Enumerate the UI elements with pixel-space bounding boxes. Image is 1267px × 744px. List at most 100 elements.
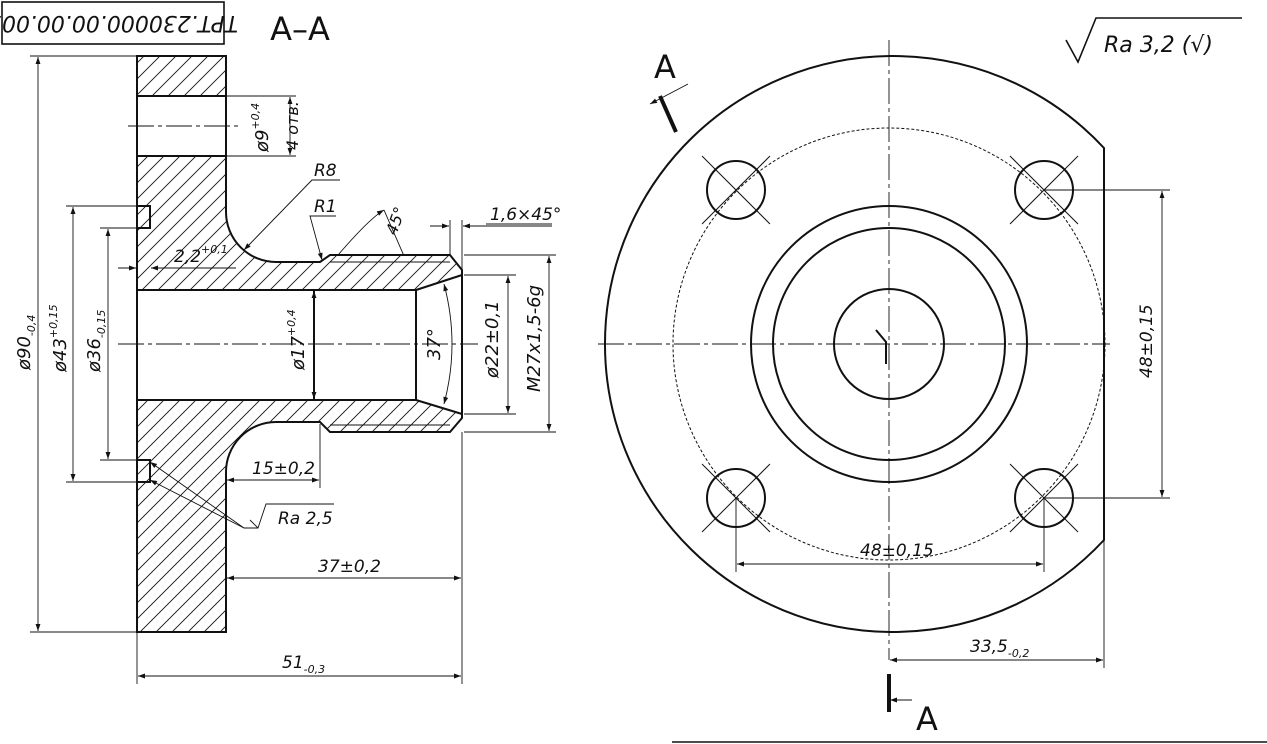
hatch-line xyxy=(468,150,618,300)
hatch-line xyxy=(179,156,331,290)
hatch-line xyxy=(580,40,640,100)
dim-pitch-h: 48±0,15 xyxy=(860,541,934,561)
hatch-line xyxy=(804,390,1054,640)
hatch-line xyxy=(137,56,145,96)
hatch-line xyxy=(740,150,890,300)
cone-edge xyxy=(415,274,463,291)
hatch-line xyxy=(0,40,16,100)
hatch-line xyxy=(36,40,96,100)
hatch-line xyxy=(163,56,225,96)
hatch-line xyxy=(692,40,752,100)
hatch-line xyxy=(436,40,496,100)
hatch-line xyxy=(340,40,400,100)
hatch-line xyxy=(211,400,462,632)
hatch-line xyxy=(356,40,416,100)
section-cut-line xyxy=(658,95,678,133)
hatch-line xyxy=(580,150,730,300)
hatch-line xyxy=(435,400,462,632)
hatch-line xyxy=(612,390,862,640)
hatch-line xyxy=(852,40,912,100)
hatch-line xyxy=(0,390,30,640)
hatch-line xyxy=(820,390,1070,640)
dim-angle45: 45° xyxy=(382,204,410,237)
hatch-line xyxy=(788,390,1038,640)
angle-arc-45 xyxy=(337,209,385,256)
hatch-line xyxy=(0,150,74,300)
hatch-line xyxy=(0,390,110,640)
recess-step xyxy=(137,459,151,483)
hatch-line xyxy=(500,150,650,300)
hatch-line xyxy=(868,40,928,100)
holes-count: 4 отв. xyxy=(283,101,302,150)
hatch-line xyxy=(451,400,462,632)
hatch-line xyxy=(660,390,910,640)
hatch-line xyxy=(137,400,175,632)
recess-step xyxy=(137,205,151,229)
dim-d36: ø36-0,15 xyxy=(84,310,108,373)
hatch-line xyxy=(532,390,782,640)
hatch-line xyxy=(676,150,826,300)
hatch-pattern xyxy=(0,40,944,100)
hatch-line xyxy=(0,150,90,300)
hatch-line xyxy=(387,156,462,290)
flange-contour xyxy=(603,55,1105,633)
hatch-line xyxy=(0,40,48,100)
dim-depth: 2,2+0,1 xyxy=(174,243,228,267)
hatch-line xyxy=(548,40,608,100)
hatch-line xyxy=(612,150,762,300)
hatch-line xyxy=(0,150,10,300)
hatch-line xyxy=(0,390,94,640)
dim-len51: 51-0,3 xyxy=(282,653,325,676)
hatch-line xyxy=(0,150,106,300)
hatch-line xyxy=(52,40,112,100)
hatch-line xyxy=(468,390,718,640)
dim-d17: ø17+0,4 xyxy=(285,309,309,371)
hatch-line xyxy=(836,150,986,300)
hatch-line xyxy=(137,400,239,632)
hatch-line xyxy=(137,400,383,632)
hatch-line xyxy=(0,390,126,640)
title-block: ТРТ.230000.00.00.001 xyxy=(0,1,238,45)
leader-ra xyxy=(149,461,245,529)
dimensions-left: ø90-0,4 ø43+0,15 ø36-0,15 ø9+0,4 4 отв. … xyxy=(14,55,561,684)
section-title: А–А xyxy=(270,10,330,48)
hatch-line xyxy=(179,56,226,96)
hatch-line xyxy=(820,150,970,300)
hatch-line xyxy=(276,40,336,100)
hatch-line xyxy=(0,150,122,300)
hatch-line xyxy=(740,40,800,100)
hatch-line xyxy=(532,150,682,300)
hatch-line xyxy=(137,156,283,290)
hatch-line xyxy=(884,390,1134,640)
hatch-line xyxy=(228,40,288,100)
hatch-line xyxy=(516,150,666,300)
dim-d43: ø43+0,15 xyxy=(47,304,71,373)
hatch-line xyxy=(852,150,1002,300)
hatch-line xyxy=(323,400,462,632)
hole-center-mark xyxy=(701,155,771,225)
hatch-line xyxy=(324,40,384,100)
hatch-line xyxy=(0,40,32,100)
hatch-line xyxy=(564,390,814,640)
hatch-line xyxy=(387,400,462,632)
section-mark-bottom: А xyxy=(916,700,938,738)
leader-ra xyxy=(149,479,245,529)
bolt-hole xyxy=(706,160,766,220)
hatch-line xyxy=(0,390,62,640)
hatch-line xyxy=(4,40,64,100)
hatch-line xyxy=(137,400,303,632)
hatch-line xyxy=(692,390,942,640)
hatch-line xyxy=(137,400,287,632)
hatch-line xyxy=(371,400,462,632)
hatch-line xyxy=(137,400,159,632)
hatch-line xyxy=(804,40,864,100)
hatch-line xyxy=(227,400,462,632)
hatch-line xyxy=(137,156,187,290)
hatch-line xyxy=(884,40,944,100)
hatch-line xyxy=(548,150,698,300)
hatch-line xyxy=(307,400,462,632)
hatch-line xyxy=(339,400,462,632)
hatch-line xyxy=(852,390,1102,640)
hatch-line xyxy=(788,40,848,100)
